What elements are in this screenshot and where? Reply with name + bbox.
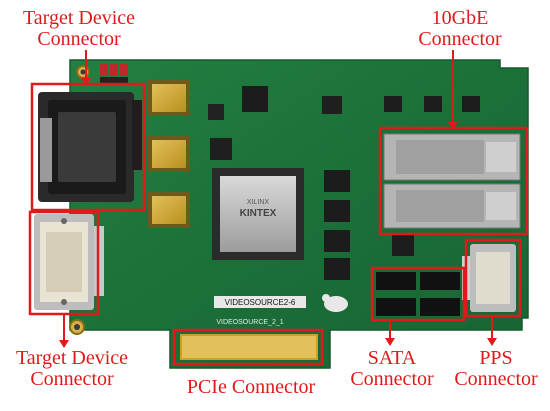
silkscreen-label-2: VIDEOSOURCE_2_1 [216,319,283,326]
sfp-cage [383,183,521,229]
memory-chip-column [324,170,350,280]
label-line: PCIe Connector [186,376,316,398]
label-line: Connector [418,28,502,50]
ic-chip [208,104,224,120]
gold-chip [148,136,190,172]
silkscreen-label-1: VIDEOSOURCE2-6 [225,298,296,307]
ic-chip [424,96,442,112]
ic-chip [210,138,232,160]
highlight-pcie [172,328,324,366]
arrow [385,320,395,346]
label-target-device-top: Target Device Connector [4,8,154,50]
sata-connector [376,272,460,316]
arrow [487,316,497,346]
label-pps: PPS Connector [444,348,548,390]
label-10gbe: 10GbE Connector [390,8,530,50]
arrow [59,314,69,348]
silkscreen-box [214,296,306,308]
pcie-edge-connector [180,334,318,360]
ic-chip [392,234,414,256]
label-line: Connector [454,368,538,390]
label-line: Target Device [22,7,136,29]
label-line: PPS [479,347,513,369]
ic-chip [384,96,402,112]
label-pcie: PCIe Connector [166,377,336,398]
label-line: Connector [350,368,434,390]
label-target-device-bottom: Target Device Connector [2,348,142,390]
mascot-logo [322,294,348,312]
target-device-connector-bottom [34,214,104,310]
target-device-connector-top [38,92,142,202]
gold-chip [148,192,190,228]
jumper-block [100,64,128,83]
arrow [81,50,91,86]
ic-chip [322,96,342,114]
ic-chip [242,86,268,112]
pps-connector [462,244,516,312]
fpga-chip: XILINX KINTEX [212,168,304,260]
label-line: Connector [30,368,114,390]
fpga-brand-text: XILINX [247,199,270,206]
label-line: Connector [37,28,121,50]
highlight-target-top [30,82,146,212]
label-line: Target Device [15,347,129,369]
gold-chip [148,80,190,116]
label-line: SATA [367,347,417,369]
arrow [448,50,458,130]
mount-hole [80,69,86,75]
ic-chip [462,96,480,112]
fpga-model-text: KINTEX [240,208,277,219]
mount-hole [74,324,80,330]
label-sata: SATA Connector [336,348,448,390]
sfp-cage [383,133,521,181]
highlight-sata [370,266,466,322]
label-line: 10GbE [431,7,489,29]
